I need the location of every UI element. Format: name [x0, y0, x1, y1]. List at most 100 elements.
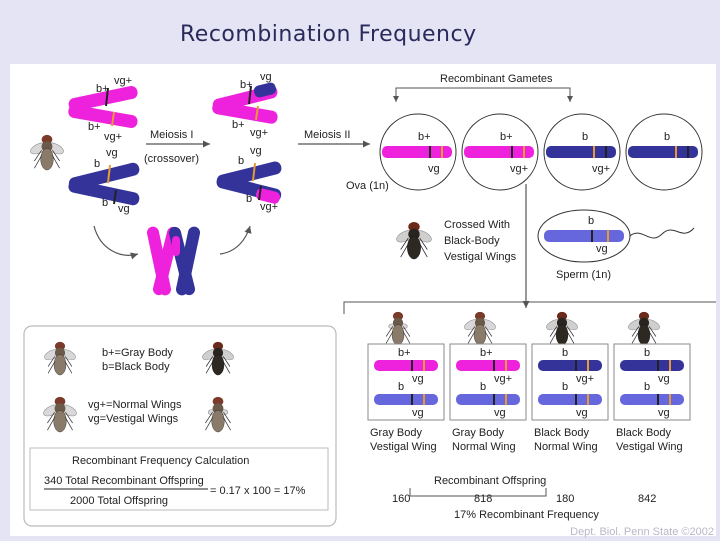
offspring-top-vg: vg+: [576, 373, 594, 385]
offspring-genotype-box: [367, 343, 445, 421]
bracket-label: Recombinant Offspring: [434, 475, 546, 487]
offspring-top-b: b+: [480, 347, 493, 359]
parent-fly-icon: [28, 134, 66, 171]
offspring-fly-icon: [385, 311, 411, 346]
cross-text-3: Vestigal Wings: [444, 251, 517, 263]
sperm-vg: vg: [596, 243, 608, 255]
offspring-phenotype-2: Vestigal Wing: [370, 441, 437, 453]
calc-numerator: 340 Total Recombinant Offspring: [44, 475, 204, 487]
lp-bot-vg: vg: [118, 203, 130, 215]
gamete-vg-label: vg+: [510, 163, 528, 175]
calc-title: Recombinant Frequency Calculation: [72, 455, 249, 467]
gamete-chromosome: [628, 146, 698, 158]
rp-bot-b: b: [246, 193, 252, 205]
offspring-bottom-chromosome: [374, 394, 438, 405]
gamete-vg-label: vg: [428, 163, 440, 175]
offspring-fly-icon: [626, 311, 662, 346]
gamete-b-label: b: [664, 131, 670, 143]
meiosis1-label: Meiosis I: [150, 129, 193, 141]
offspring-top-b: b: [644, 347, 650, 359]
offspring-fly-icon: [544, 311, 580, 346]
legend-gray-body: b+=Gray Body: [102, 347, 173, 359]
ova-label: Ova (1n): [346, 180, 389, 192]
rp-bot-vg: vg+: [260, 201, 278, 213]
offspring-genotype-box: [613, 343, 691, 421]
offspring-count: 842: [638, 493, 656, 505]
offspring-count: 180: [556, 493, 574, 505]
sperm-cell: [537, 209, 695, 263]
summary-label: 17% Recombinant Frequency: [454, 509, 599, 521]
offspring-bot-vg: vg: [412, 407, 424, 419]
offspring-bracket: [343, 301, 716, 314]
credit-text: Dept. Biol. Penn State ©2002: [570, 526, 714, 538]
lp-mid-b: b+: [88, 121, 101, 133]
rp-top-vg: vg: [260, 71, 272, 83]
gamete-vg-label: vg+: [592, 163, 610, 175]
crossover-label: (crossover): [144, 153, 199, 165]
lp-top-vg: vg+: [114, 75, 132, 87]
offspring-bot-vg: vg: [658, 407, 670, 419]
gamete-b-label: b+: [418, 131, 431, 143]
legend-vestigal-wings: vg=Vestigal Wings: [88, 413, 179, 425]
offspring-fly-icon: [462, 311, 498, 346]
offspring-bot-b: b: [480, 381, 486, 393]
offspring-count: 818: [474, 493, 492, 505]
lp-low-vg: vg: [106, 147, 118, 159]
offspring-top-b: b+: [398, 347, 411, 359]
slide-title: Recombination Frequency: [180, 22, 477, 47]
legend-black-body: b=Black Body: [102, 361, 170, 373]
cross-text-1: Crossed With: [444, 219, 510, 231]
offspring-bot-b: b: [398, 381, 404, 393]
offspring-genotype-box: [531, 343, 609, 421]
gamete-b-label: b: [582, 131, 588, 143]
offspring-bot-vg: vg: [494, 407, 506, 419]
offspring-top-vg: vg+: [494, 373, 512, 385]
rp-low-b: b: [238, 155, 244, 167]
parent-chromosome-navy: [68, 162, 140, 206]
diagram-panel: b+ vg+ b+ vg+ b vg b vg Meiosis I (cross…: [10, 64, 716, 536]
offspring-top-chromosome: [374, 360, 438, 371]
offspring-phenotype-1: Black Body: [616, 427, 672, 439]
offspring-phenotype-1: Gray Body: [370, 427, 422, 439]
lp-top-b: b+: [96, 83, 109, 95]
offspring-phenotype-1: Gray Body: [452, 427, 504, 439]
sperm-b: b: [588, 215, 594, 227]
calc-box: [29, 447, 329, 511]
calc-denominator: 2000 Total Offspring: [70, 495, 168, 507]
curve-arrow-right: [219, 225, 252, 255]
calc-result: = 0.17 x 100 = 17%: [210, 485, 306, 497]
offspring-top-vg: vg: [658, 373, 670, 385]
recombination-diagram: b+ vg+ b+ vg+ b vg b vg Meiosis I (cross…: [23, 71, 716, 527]
lp-mid-vg: vg+: [104, 131, 122, 143]
gamete-cells: b+vgb+vg+bvg+b: [379, 113, 703, 191]
cross-fly-icon: [394, 221, 434, 260]
gametes-header: Recombinant Gametes: [440, 73, 553, 85]
rp-mid-vg: vg+: [250, 127, 268, 139]
parent-chromosome-magenta: [68, 85, 138, 129]
lp-bot-b: b: [102, 197, 108, 209]
offspring-bot-vg: vg: [576, 407, 588, 419]
offspring-bottom-chromosome: [456, 394, 520, 405]
curve-arrow-left: [93, 225, 139, 260]
crossover-chromosomes-top: [212, 82, 278, 124]
offspring-bottom-chromosome: [620, 394, 684, 405]
rp-top-b: b+: [240, 79, 253, 91]
offspring-bot-b: b: [644, 381, 650, 393]
sperm-label: Sperm (1n): [556, 269, 611, 281]
offspring-top-chromosome: [620, 360, 684, 371]
meiosis2-label: Meiosis II: [304, 129, 350, 141]
crossover-x-chromosomes: [146, 226, 201, 296]
recombinant-bracket: [409, 488, 547, 497]
offspring-top-chromosome: [456, 360, 520, 371]
offspring-bot-b: b: [562, 381, 568, 393]
offspring-top-chromosome: [538, 360, 602, 371]
offspring-count: 160: [392, 493, 410, 505]
gamete-chromosome: [382, 146, 452, 158]
offspring-phenotype-2: Normal Wing: [452, 441, 516, 453]
offspring-phenotype-2: Vestigal Wing: [616, 441, 683, 453]
offspring-genotype-box: [449, 343, 527, 421]
offspring-bottom-chromosome: [538, 394, 602, 405]
rp-mid-b: b+: [232, 119, 245, 131]
rp-low-vg: vg: [250, 145, 262, 157]
